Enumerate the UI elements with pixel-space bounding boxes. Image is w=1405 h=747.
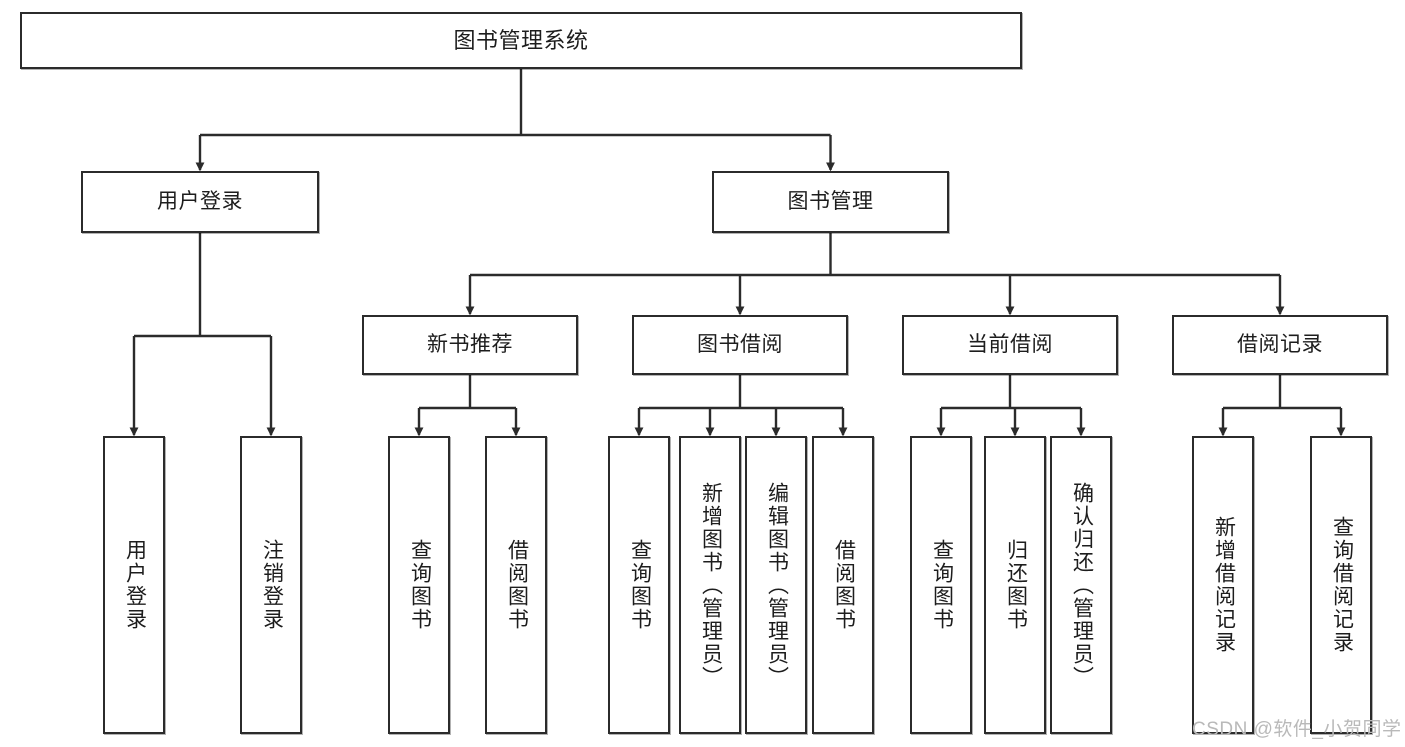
node-label: 借阅记录 [1237, 332, 1323, 356]
node-label: 图书管理系统 [453, 27, 589, 53]
node-root[interactable]: 图书管理系统 [20, 12, 1022, 69]
node-label: 归还图书 [1004, 539, 1028, 631]
node-label: 借阅图书 [505, 539, 529, 631]
node-book-manage[interactable]: 图书管理 [712, 171, 949, 233]
node-label: 当前借阅 [967, 332, 1053, 356]
node-label: 用户登录 [157, 189, 243, 213]
node-label: 查询图书 [408, 539, 432, 631]
node-leaf-borrow-book-1[interactable]: 借阅图书 [485, 436, 547, 734]
csdn-watermark: CSDN @软件_小贺同学 [1192, 719, 1402, 740]
node-label: 图书管理 [787, 189, 874, 213]
node-leaf-confirm-return[interactable]: 确认归还（管理员） [1050, 436, 1112, 734]
node-label: 新书推荐 [427, 332, 513, 356]
node-current-borrow[interactable]: 当前借阅 [902, 315, 1118, 375]
node-leaf-query-book-3[interactable]: 查询图书 [910, 436, 972, 734]
node-label: 图书借阅 [697, 332, 783, 356]
node-label: 确认归还（管理员） [1070, 481, 1094, 689]
node-borrow-record[interactable]: 借阅记录 [1172, 315, 1388, 375]
node-leaf-return-book[interactable]: 归还图书 [984, 436, 1046, 734]
node-leaf-query-book-1[interactable]: 查询图书 [388, 436, 450, 734]
node-leaf-query-book-2[interactable]: 查询图书 [608, 436, 670, 734]
node-label: 注销登录 [260, 539, 284, 631]
node-label: 查询借阅记录 [1330, 516, 1354, 654]
node-label: 新增图书（管理员） [699, 481, 723, 689]
node-label: 新增借阅记录 [1212, 516, 1236, 654]
node-user-login[interactable]: 用户登录 [81, 171, 319, 233]
node-label: 用户登录 [123, 539, 147, 631]
node-label: 编辑图书（管理员） [765, 481, 789, 689]
node-label: 借阅图书 [832, 539, 856, 631]
node-leaf-edit-book[interactable]: 编辑图书（管理员） [745, 436, 807, 734]
node-leaf-add-book[interactable]: 新增图书（管理员） [679, 436, 741, 734]
node-book-borrow[interactable]: 图书借阅 [632, 315, 848, 375]
node-leaf-borrow-book-2[interactable]: 借阅图书 [812, 436, 874, 734]
node-leaf-user-login[interactable]: 用户登录 [103, 436, 165, 734]
node-leaf-add-record[interactable]: 新增借阅记录 [1192, 436, 1254, 734]
node-leaf-query-record[interactable]: 查询借阅记录 [1310, 436, 1372, 734]
node-label: 查询图书 [628, 539, 652, 631]
node-leaf-user-logout[interactable]: 注销登录 [240, 436, 302, 734]
node-label: 查询图书 [930, 539, 954, 631]
node-new-book-rec[interactable]: 新书推荐 [362, 315, 578, 375]
